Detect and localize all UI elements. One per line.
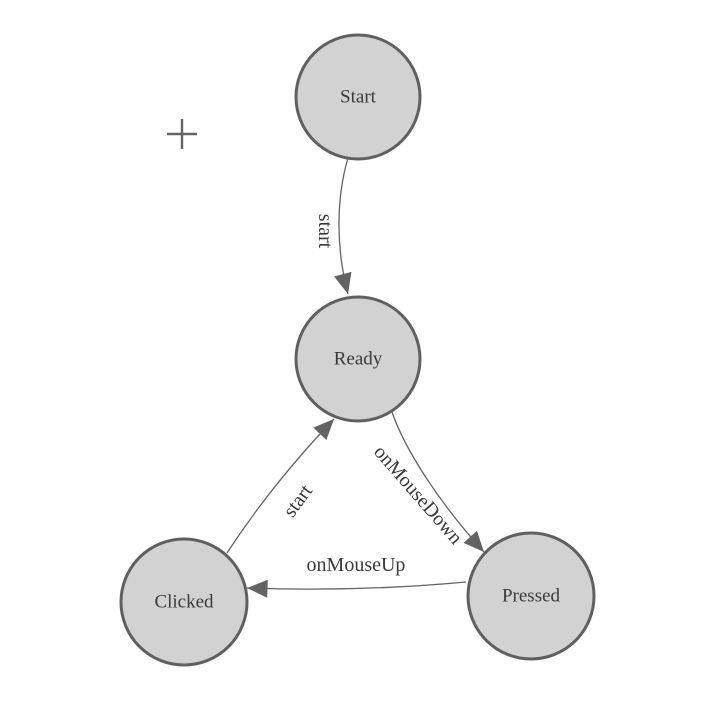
node-start[interactable]: Start [294, 33, 422, 161]
node-clicked[interactable]: Clicked [119, 537, 249, 667]
edge-start-to-ready[interactable]: start [312, 157, 352, 295]
edge-clicked-to-ready[interactable]: start [226, 418, 335, 554]
edge-label-start-1: start [314, 214, 336, 249]
edge-label-onmousedown: onMouseDown [369, 441, 467, 549]
node-pressed[interactable]: Pressed [466, 531, 596, 661]
edge-ready-to-pressed[interactable]: onMouseDown [367, 411, 485, 553]
crosshair-icon [167, 119, 197, 149]
node-label-ready: Ready [334, 349, 383, 370]
node-label-pressed: Pressed [502, 586, 561, 607]
node-label-clicked: Clicked [154, 592, 214, 613]
edge-pressed-to-clicked[interactable]: onMouseUp [246, 552, 467, 598]
node-ready[interactable]: Ready [294, 295, 422, 423]
node-label-start: Start [340, 87, 377, 108]
edge-label-start-2: start [279, 480, 317, 521]
edge-label-onmouseup: onMouseUp [307, 554, 406, 576]
